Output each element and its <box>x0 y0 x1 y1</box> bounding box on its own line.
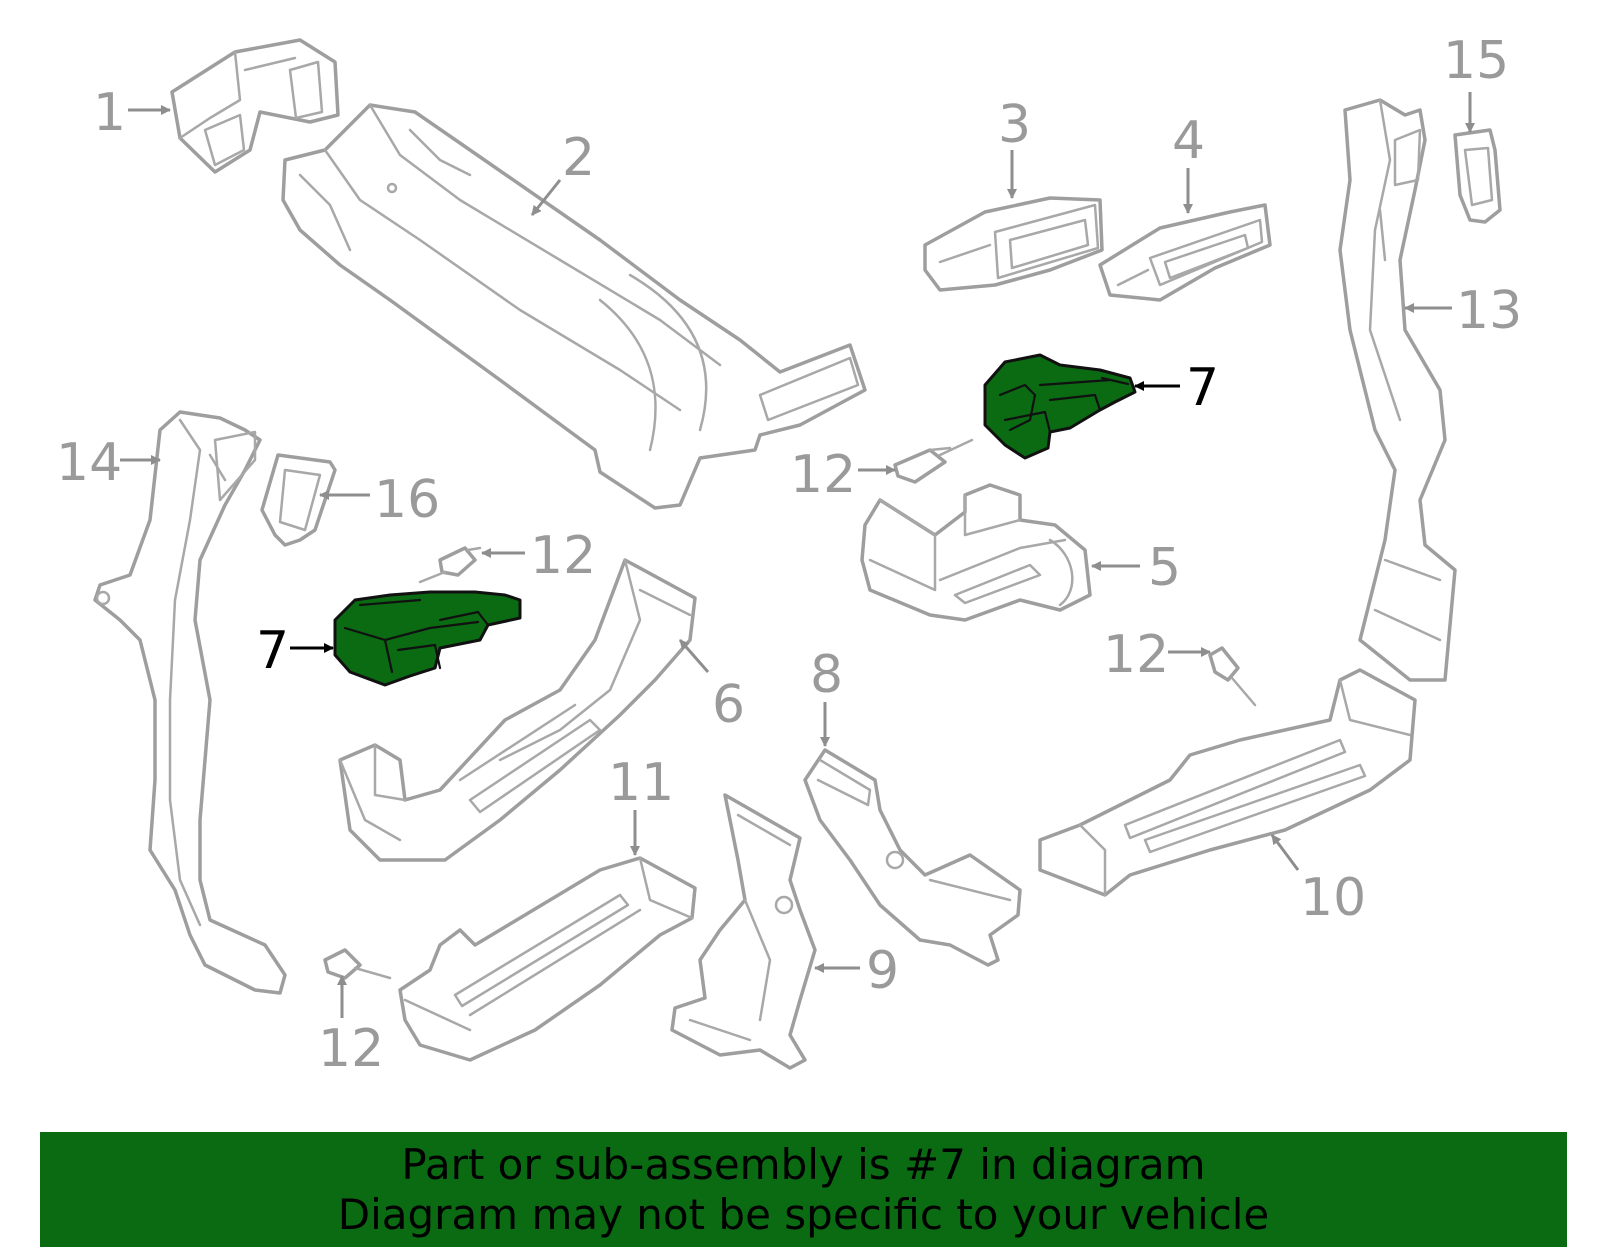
callout-5: 5 <box>1148 538 1181 598</box>
callout-12-center: 12 <box>530 526 596 586</box>
part-15-clip <box>1453 128 1502 224</box>
callout-8: 8 <box>810 645 843 705</box>
part-5-floor-duct <box>860 483 1092 622</box>
part-11-floor-duct <box>398 856 697 1062</box>
callout-15: 15 <box>1443 31 1509 91</box>
part-12-sensor-top-right <box>893 438 974 484</box>
callout-11: 11 <box>608 753 674 813</box>
callout-1: 1 <box>93 83 126 143</box>
part-16-clip <box>260 453 337 547</box>
part-10-floor-duct <box>1038 668 1417 897</box>
part-12-sensor-bottom <box>323 948 392 980</box>
part-9-duct <box>670 793 817 1070</box>
part-6-floor-duct <box>338 558 697 862</box>
callout-3: 3 <box>998 95 1031 155</box>
callout-14: 14 <box>56 433 122 493</box>
part-7-highlighted-upper <box>983 353 1137 460</box>
callout-2: 2 <box>562 128 595 188</box>
banner-line-1: Part or sub-assembly is #7 in diagram <box>401 1139 1206 1189</box>
part-14-tall-duct <box>93 410 287 995</box>
callout-6: 6 <box>712 675 745 735</box>
leader-lines <box>120 92 1475 1018</box>
part-2-main-duct <box>281 103 867 510</box>
part-1-vent-duct <box>170 38 340 174</box>
callout-12-right: 12 <box>1103 625 1169 685</box>
banner-line-2: Diagram may not be specific to your vehi… <box>337 1189 1270 1239</box>
callout-13: 13 <box>1456 281 1522 341</box>
part-4-vent-outlet <box>1098 203 1272 302</box>
callout-10: 10 <box>1300 868 1366 928</box>
callout-4: 4 <box>1172 111 1205 171</box>
leader-10 <box>1270 834 1300 871</box>
part-12-sensor-right <box>1208 646 1257 707</box>
callout-16: 16 <box>374 470 440 530</box>
part-8-floor-duct <box>803 748 1022 967</box>
part-12-sensor-center <box>418 546 482 584</box>
leader-6 <box>678 639 710 673</box>
part-3-vent-outlet <box>923 196 1104 292</box>
leader-2 <box>530 179 562 216</box>
callout-12-top-right: 12 <box>790 445 856 505</box>
callout-labels: 1 2 3 4 5 6 7 7 8 9 10 11 12 12 12 12 13… <box>56 31 1522 1079</box>
callout-7-left: 7 <box>256 621 289 681</box>
callout-9: 9 <box>866 941 899 1001</box>
callout-12-bottom: 12 <box>318 1019 384 1079</box>
part-13-tall-duct <box>1338 98 1457 682</box>
part-7-highlighted-left <box>333 590 522 687</box>
info-banner: Part or sub-assembly is #7 in diagram Di… <box>40 1132 1567 1247</box>
callout-7-upper: 7 <box>1186 358 1219 418</box>
